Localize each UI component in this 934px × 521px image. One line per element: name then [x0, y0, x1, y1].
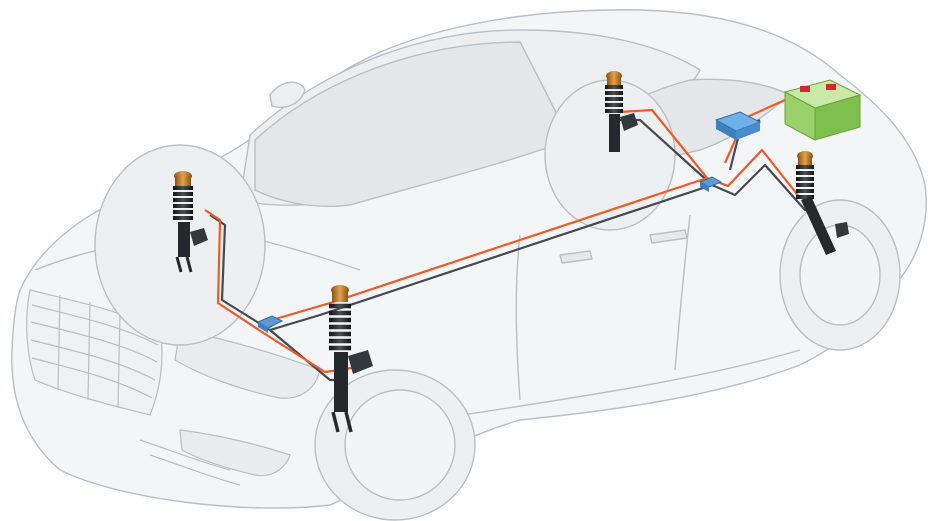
main-control-unit: [714, 111, 762, 140]
fog-light: [179, 429, 291, 477]
door-line: [515, 214, 691, 401]
grille-slats: [30, 294, 159, 409]
headlight: [174, 329, 321, 399]
rear-right-strut: [796, 151, 849, 255]
rear-left-wheel: [544, 79, 676, 231]
battery-terminal: [826, 84, 836, 90]
rear-left-strut: [605, 71, 638, 152]
shock-absorber-icon: [605, 71, 638, 152]
control-module-icon: [698, 176, 723, 188]
front-left-strut: [173, 171, 208, 273]
rear-right-wheel-rim: [799, 224, 881, 326]
front-right-wheel-rim: [344, 389, 456, 501]
side-mirror: [269, 81, 306, 108]
front-control-module: [256, 315, 284, 333]
battery: [783, 79, 862, 141]
rear-control-module: [698, 176, 723, 192]
orange-wire: [204, 98, 809, 374]
lower-intake: [139, 439, 241, 486]
wiring-harness: [204, 98, 813, 382]
shock-absorber-icon: [329, 285, 373, 433]
front-right-strut: [329, 285, 373, 433]
dark-wire: [209, 118, 813, 382]
rocker-line: [429, 349, 801, 421]
battery-terminal: [800, 86, 810, 92]
shock-absorber-icon: [796, 151, 849, 255]
shock-absorber-icon: [173, 171, 208, 273]
door-handle: [559, 229, 688, 264]
